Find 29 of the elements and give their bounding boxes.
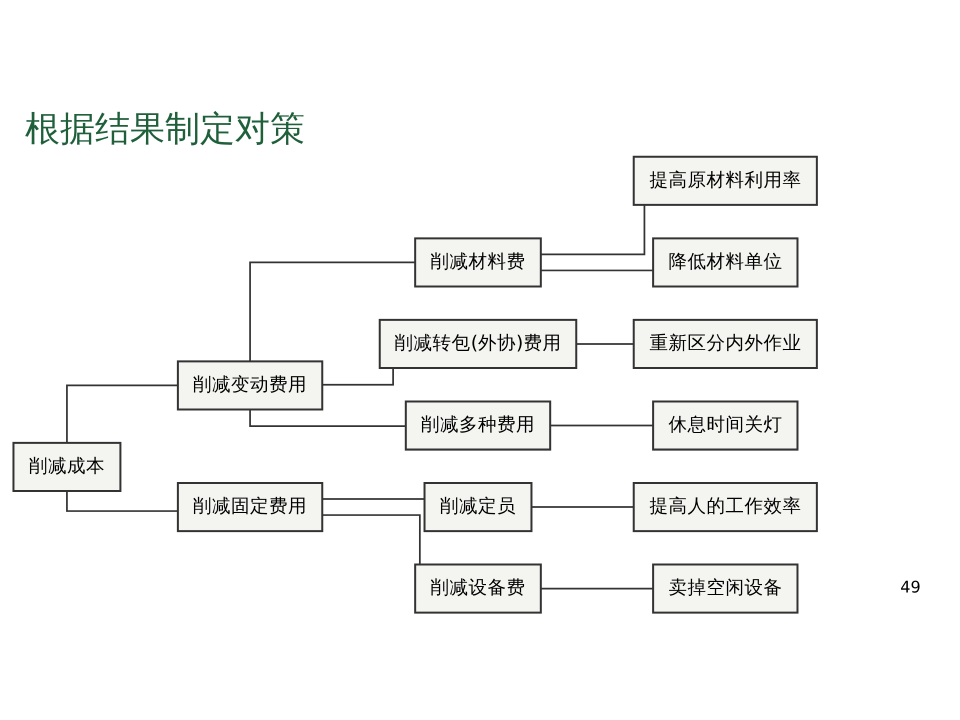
node-box: 降低材料单位 [652,237,798,288]
connector [249,410,406,428]
node-box: 削减固定费用 [176,482,324,532]
connector [249,262,416,362]
connector [322,498,424,500]
connector [541,270,653,272]
diagram-title: 根据结果制定对策 [25,110,306,150]
node-box: 提高原材料利用率 [632,156,818,206]
node-box: 提高人的工作效率 [632,482,818,532]
node-box: 削减材料费 [414,237,542,288]
connector [322,368,394,386]
node-box: 削减转包(外协)费用 [378,318,578,370]
label: 49 [900,578,921,597]
node-box: 重新区分内外作业 [632,318,818,370]
node-box: 卖掉空闲设备 [652,564,798,614]
node-box: 削减变动费用 [176,360,324,410]
connector [550,424,654,426]
connector [532,506,634,508]
node-box: 削减定员 [424,482,532,532]
node-box: 削减设备费 [414,564,542,614]
connector [540,204,646,256]
connector [66,384,178,442]
connector [541,588,653,590]
node-box: 削减多种费用 [404,400,552,451]
node-box: 休息时间关灯 [652,400,798,451]
connector [576,343,634,345]
node-box: 削减成本 [12,442,122,492]
connector [322,514,421,565]
connector [66,491,178,512]
